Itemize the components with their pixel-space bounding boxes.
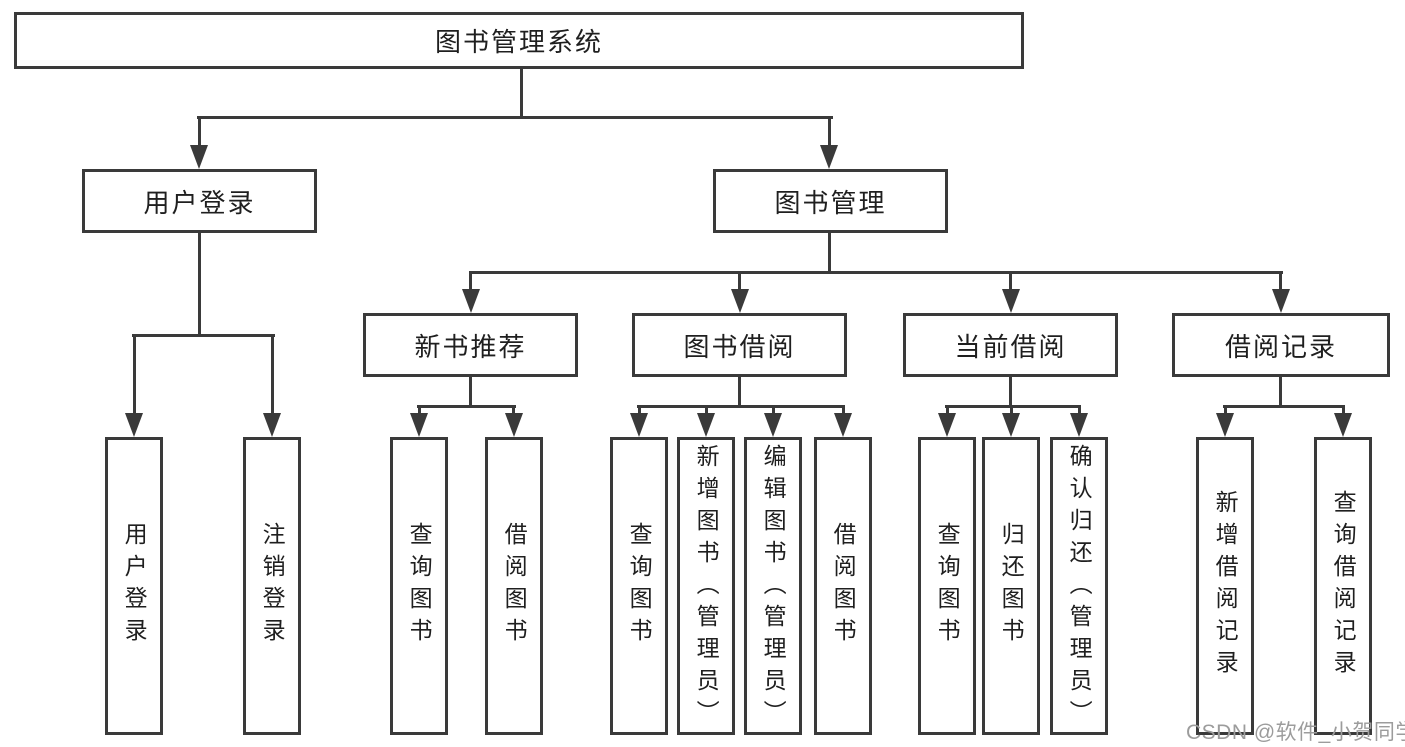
node-label: 注销登录 [259,522,286,650]
node-label: 确认归还（管理员） [1066,444,1093,732]
node-user-login: 用户登录 [82,169,317,233]
node-label: 查询图书 [934,522,961,650]
connector-line [1342,405,1345,415]
leaf-borrow-books: 借阅图书 [814,437,872,735]
node-label: 借阅记录 [1224,331,1337,362]
connector-line [637,405,845,408]
arrowhead-icon [630,413,648,437]
connector-line [418,405,421,415]
connector-line [828,233,831,273]
connector-line [842,405,845,415]
connector-line [638,405,641,415]
node-book-borrowing: 图书借阅 [632,313,847,377]
connector-line [1279,377,1282,407]
node-label: 用户登录 [143,187,256,218]
arrowhead-icon [731,289,749,313]
leaf-logout: 注销登录 [243,437,301,735]
leaf-query-books: 查询图书 [390,437,448,735]
arrowhead-icon [410,413,428,437]
arrowhead-icon [190,145,208,169]
connector-line [1009,377,1012,407]
node-new-book-recommendation: 新书推荐 [363,313,578,377]
node-label: 借阅图书 [830,522,857,650]
leaf-add-book-admin: 新增图书（管理员） [677,437,735,735]
connector-line [469,271,472,291]
connector-line [198,116,201,147]
connector-line [1009,271,1012,291]
arrowhead-icon [263,413,281,437]
connector-line [417,405,516,408]
connector-line [520,69,523,118]
connector-line [469,271,1283,274]
node-borrowing-records: 借阅记录 [1172,313,1390,377]
connector-line [1010,405,1013,415]
node-library-management-system: 图书管理系统 [14,12,1024,69]
csdn-watermark: CSDN @软件_小贺同学 [1186,721,1405,744]
connector-line [1078,405,1081,415]
node-label: 图书借阅 [683,331,796,362]
arrowhead-icon [820,145,838,169]
arrowhead-icon [1002,289,1020,313]
arrowhead-icon [505,413,523,437]
node-label: 图书管理 [774,187,887,218]
connector-line [133,334,136,413]
arrowhead-icon [125,413,143,437]
connector-line [197,116,833,119]
arrowhead-icon [1070,413,1088,437]
leaf-borrow-books: 借阅图书 [485,437,543,735]
node-label: 新书推荐 [414,331,527,362]
arrowhead-icon [834,413,852,437]
arrowhead-icon [462,289,480,313]
node-label: 归还图书 [998,522,1025,650]
node-label: 新增图书（管理员） [693,444,720,732]
connector-line [828,116,831,147]
node-label: 当前借阅 [954,331,1067,362]
connector-line [705,405,708,415]
arrowhead-icon [1272,289,1290,313]
arrowhead-icon [764,413,782,437]
arrowhead-icon [1334,413,1352,437]
leaf-add-borrow-record: 新增借阅记录 [1196,437,1254,735]
leaf-query-books: 查询图书 [918,437,976,735]
node-label: 新增借阅记录 [1212,490,1239,682]
arrowhead-icon [938,413,956,437]
leaf-confirm-return-admin: 确认归还（管理员） [1050,437,1108,735]
node-label: 查询图书 [626,522,653,650]
leaf-query-books: 查询图书 [610,437,668,735]
connector-line [1224,405,1227,415]
node-label: 图书管理系统 [434,27,603,57]
arrowhead-icon [697,413,715,437]
connector-line [945,405,1081,408]
connector-line [1223,405,1345,408]
leaf-edit-book-admin: 编辑图书（管理员） [744,437,802,735]
connector-line [271,334,274,413]
node-current-borrowing: 当前借阅 [903,313,1118,377]
node-book-management: 图书管理 [713,169,948,233]
node-label: 用户登录 [121,522,148,650]
node-label: 查询借阅记录 [1330,490,1357,682]
leaf-user-login: 用户登录 [105,437,163,735]
connector-line [946,405,949,415]
connector-line [738,271,741,291]
arrowhead-icon [1002,413,1020,437]
node-label: 编辑图书（管理员） [760,444,787,732]
connector-line [132,334,275,337]
connector-line [1279,271,1282,291]
connector-line [512,405,515,415]
arrowhead-icon [1216,413,1234,437]
connector-line [198,233,201,336]
connector-line [772,405,775,415]
leaf-return-book: 归还图书 [982,437,1040,735]
node-label: 借阅图书 [501,522,528,650]
leaf-query-borrow-record: 查询借阅记录 [1314,437,1372,735]
connector-line [738,377,741,407]
node-label: 查询图书 [406,522,433,650]
connector-line [469,377,472,407]
